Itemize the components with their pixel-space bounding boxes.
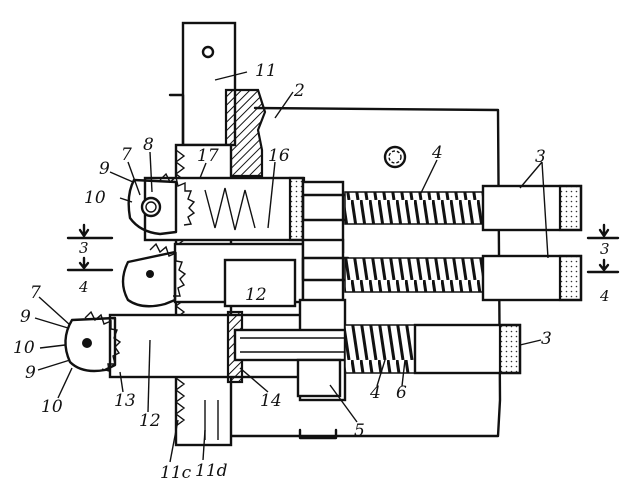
label-pin-7-top: 7 (121, 145, 132, 165)
label-frame-2: 2 (293, 81, 305, 101)
leader-lines (34, 71, 549, 463)
section-markers (66, 223, 620, 274)
label-spring-4-low: 4 (369, 383, 381, 403)
reference-numerals: 11 2 4 3 8 7 9 10 17 16 3 4 3 4 12 7 9 1… (13, 61, 610, 483)
label-plate-11: 11 (255, 61, 277, 81)
label-section-4-left: 4 (78, 278, 89, 296)
label-part-6: 6 (396, 383, 407, 403)
bottom-slider-assembly (64, 298, 522, 402)
label-part-5: 5 (354, 421, 365, 441)
label-section-4-right: 4 (599, 287, 610, 305)
label-section-3-right: 3 (600, 240, 610, 258)
frame-plate (230, 106, 502, 440)
label-wheel-10-low-b: 10 (41, 397, 63, 417)
label-block-12-mid: 12 (245, 285, 267, 305)
label-cap-3-low: 3 (541, 329, 552, 349)
label-part-14: 14 (260, 391, 282, 411)
middle-slider-assembly (121, 238, 583, 322)
label-wheel-10-top: 10 (84, 188, 106, 208)
label-section-3-left: 3 (79, 239, 89, 257)
label-pin-7-low: 7 (30, 283, 41, 303)
label-cap-3-top: 3 (535, 147, 546, 167)
label-tab-9-low-b: 9 (25, 363, 36, 383)
label-part-13: 13 (114, 391, 136, 411)
top-slider-assembly (127, 172, 583, 254)
label-part-16: 16 (268, 146, 290, 166)
label-spring-4-top: 4 (431, 143, 443, 163)
label-tab-9-top: 9 (99, 159, 110, 179)
label-pin-8: 8 (143, 135, 154, 155)
label-rack-11c: 11c (160, 463, 192, 483)
label-wheel-10-low-a: 10 (13, 338, 35, 358)
label-block-12-low: 12 (139, 411, 161, 431)
label-tab-9-low-a: 9 (20, 307, 31, 327)
label-part-17: 17 (197, 146, 219, 166)
label-rack-11d: 11d (195, 461, 228, 481)
